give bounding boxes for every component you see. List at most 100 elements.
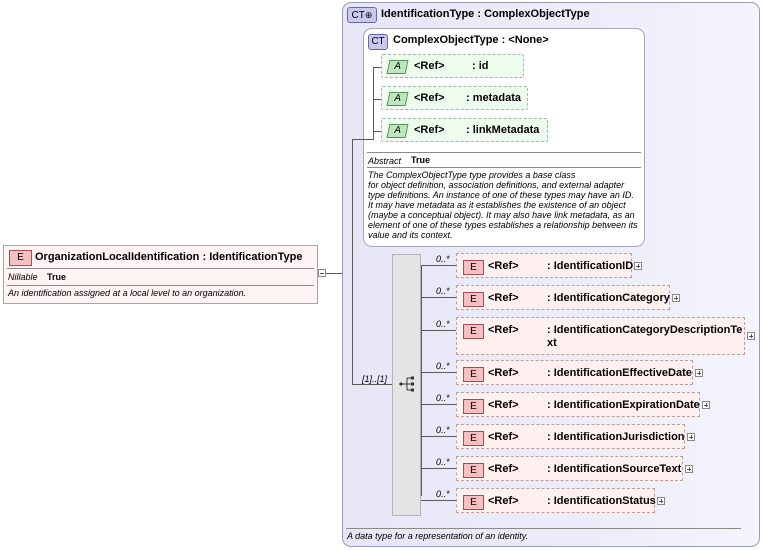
element-identification-id[interactable]: E <Ref> : IdentificationID <box>456 253 633 278</box>
element-identification-effective-date[interactable]: E <Ref> : IdentificationEffectiveDate <box>456 360 693 385</box>
branch-line <box>421 372 456 373</box>
attribute-ref: <Ref> <box>414 92 445 104</box>
complex-type-badge: CT <box>368 34 388 50</box>
expand-toggle[interactable] <box>702 401 710 409</box>
element-badge: E <box>463 463 484 478</box>
element-name: : IdentificationJurisdiction <box>547 431 685 443</box>
root-element-type: : IdentificationType <box>202 251 303 263</box>
attribute-name: : linkMetadata <box>466 124 540 136</box>
element-occurrence: 0..* <box>436 286 450 296</box>
expand-toggle[interactable] <box>687 433 695 441</box>
root-element-title: OrganizationLocalIdentification : Identi… <box>35 251 303 263</box>
outer-type-documentation: A data type for a representation of an i… <box>347 531 529 541</box>
abstract-label: Abstract <box>368 156 402 166</box>
sequence-icon <box>399 376 414 392</box>
expand-toggle[interactable] <box>672 294 680 302</box>
attribute-badge: A <box>386 124 409 138</box>
separator <box>346 528 741 529</box>
element-identification-status[interactable]: E <Ref> : IdentificationStatus <box>456 488 656 513</box>
inner-type-base: : <None> <box>501 34 549 46</box>
separator <box>7 285 314 286</box>
attribute-name: : metadata <box>466 92 522 104</box>
attribute-metadata[interactable]: A <Ref> : metadata <box>381 86 528 110</box>
collapse-toggle[interactable] <box>318 269 326 277</box>
element-badge: E <box>9 250 32 266</box>
element-badge: E <box>463 431 484 446</box>
element-occurrence: 0..* <box>436 319 450 329</box>
attribute-branch-tick <box>373 99 382 100</box>
attribute-connector-vertical <box>352 139 353 384</box>
attribute-branch-tick <box>373 67 382 68</box>
attribute-badge: A <box>386 92 409 106</box>
element-occurrence: 0..* <box>436 393 450 403</box>
attribute-name: : id <box>472 60 489 72</box>
inner-type-name: ComplexObjectType <box>393 34 499 46</box>
branch-line <box>421 330 456 331</box>
element-name: : IdentificationCategory <box>547 292 670 304</box>
branch-line <box>421 436 456 437</box>
element-badge: E <box>463 260 484 275</box>
sequence-connector <box>352 384 392 385</box>
element-occurrence: 0..* <box>436 457 450 467</box>
element-identification-category-description-text[interactable]: E <Ref> : IdentificationCategoryDescript… <box>456 317 745 355</box>
element-ref: <Ref> <box>488 495 519 507</box>
element-identification-jurisdiction[interactable]: E <Ref> : IdentificationJurisdiction <box>456 424 685 449</box>
inner-type-title: ComplexObjectType : <None> <box>393 34 549 46</box>
branch-line <box>421 468 456 469</box>
root-element-documentation: An identification assigned at a local le… <box>8 288 247 298</box>
element-name: : IdentificationSourceText <box>547 463 682 475</box>
attribute-linkmetadata[interactable]: A <Ref> : linkMetadata <box>381 118 548 142</box>
inner-type-documentation: The ComplexObjectType type provides a ba… <box>368 170 638 240</box>
sequence-occurrence: [1]..[1] <box>362 374 388 384</box>
element-ref: <Ref> <box>488 431 519 443</box>
attribute-ref: <Ref> <box>414 124 445 136</box>
root-element-card[interactable]: E OrganizationLocalIdentification : Iden… <box>3 245 318 304</box>
element-badge: E <box>463 292 484 307</box>
sequence-branch-vertical <box>421 265 422 496</box>
element-name: : IdentificationStatus <box>547 495 656 507</box>
expand-toggle[interactable] <box>634 262 642 270</box>
element-badge: E <box>463 495 484 510</box>
branch-line <box>421 500 456 501</box>
attribute-id[interactable]: A <Ref> : id <box>381 54 524 78</box>
attribute-branch-line <box>373 67 374 139</box>
outer-type-name: IdentificationType <box>381 8 475 20</box>
element-name: : IdentificationEffectiveDate <box>547 367 692 379</box>
branch-line <box>421 265 456 266</box>
expand-toggle[interactable] <box>747 332 755 340</box>
element-occurrence: 0..* <box>436 425 450 435</box>
attribute-branch-tick <box>373 131 382 132</box>
root-element-name: OrganizationLocalIdentification <box>35 251 200 263</box>
expand-toggle[interactable] <box>695 369 703 377</box>
separator <box>367 152 641 153</box>
element-ref: <Ref> <box>488 367 519 379</box>
branch-line <box>421 404 456 405</box>
element-identification-category[interactable]: E <Ref> : IdentificationCategory <box>456 285 670 310</box>
outer-type-title: IdentificationType : ComplexObjectType <box>381 8 590 20</box>
element-name: : IdentificationExpirationDate <box>547 399 700 411</box>
element-occurrence: 0..* <box>436 254 450 264</box>
element-occurrence: 0..* <box>436 361 450 371</box>
branch-line <box>421 297 456 298</box>
outer-type-base: : ComplexObjectType <box>477 8 590 20</box>
element-ref: <Ref> <box>488 292 519 304</box>
element-occurrence: 0..* <box>436 489 450 499</box>
element-badge: E <box>463 367 484 382</box>
element-identification-expiration-date[interactable]: E <Ref> : IdentificationExpirationDate <box>456 392 700 417</box>
nillable-value: True <box>47 272 67 282</box>
element-badge: E <box>463 399 484 414</box>
separator <box>367 167 641 168</box>
root-connector <box>326 273 343 274</box>
expand-toggle[interactable] <box>657 497 665 505</box>
attribute-ref: <Ref> <box>414 60 445 72</box>
element-ref: <Ref> <box>488 260 519 272</box>
separator <box>7 268 314 269</box>
nillable-label: Nillable <box>8 272 38 282</box>
element-ref: <Ref> <box>488 463 519 475</box>
element-identification-source-text[interactable]: E <Ref> : IdentificationSourceText <box>456 456 683 481</box>
attribute-badge: A <box>386 60 409 74</box>
element-ref: <Ref> <box>488 399 519 411</box>
element-ref: <Ref> <box>488 324 519 336</box>
complex-type-badge: CT⊕ <box>347 7 377 23</box>
expand-toggle[interactable] <box>685 465 693 473</box>
